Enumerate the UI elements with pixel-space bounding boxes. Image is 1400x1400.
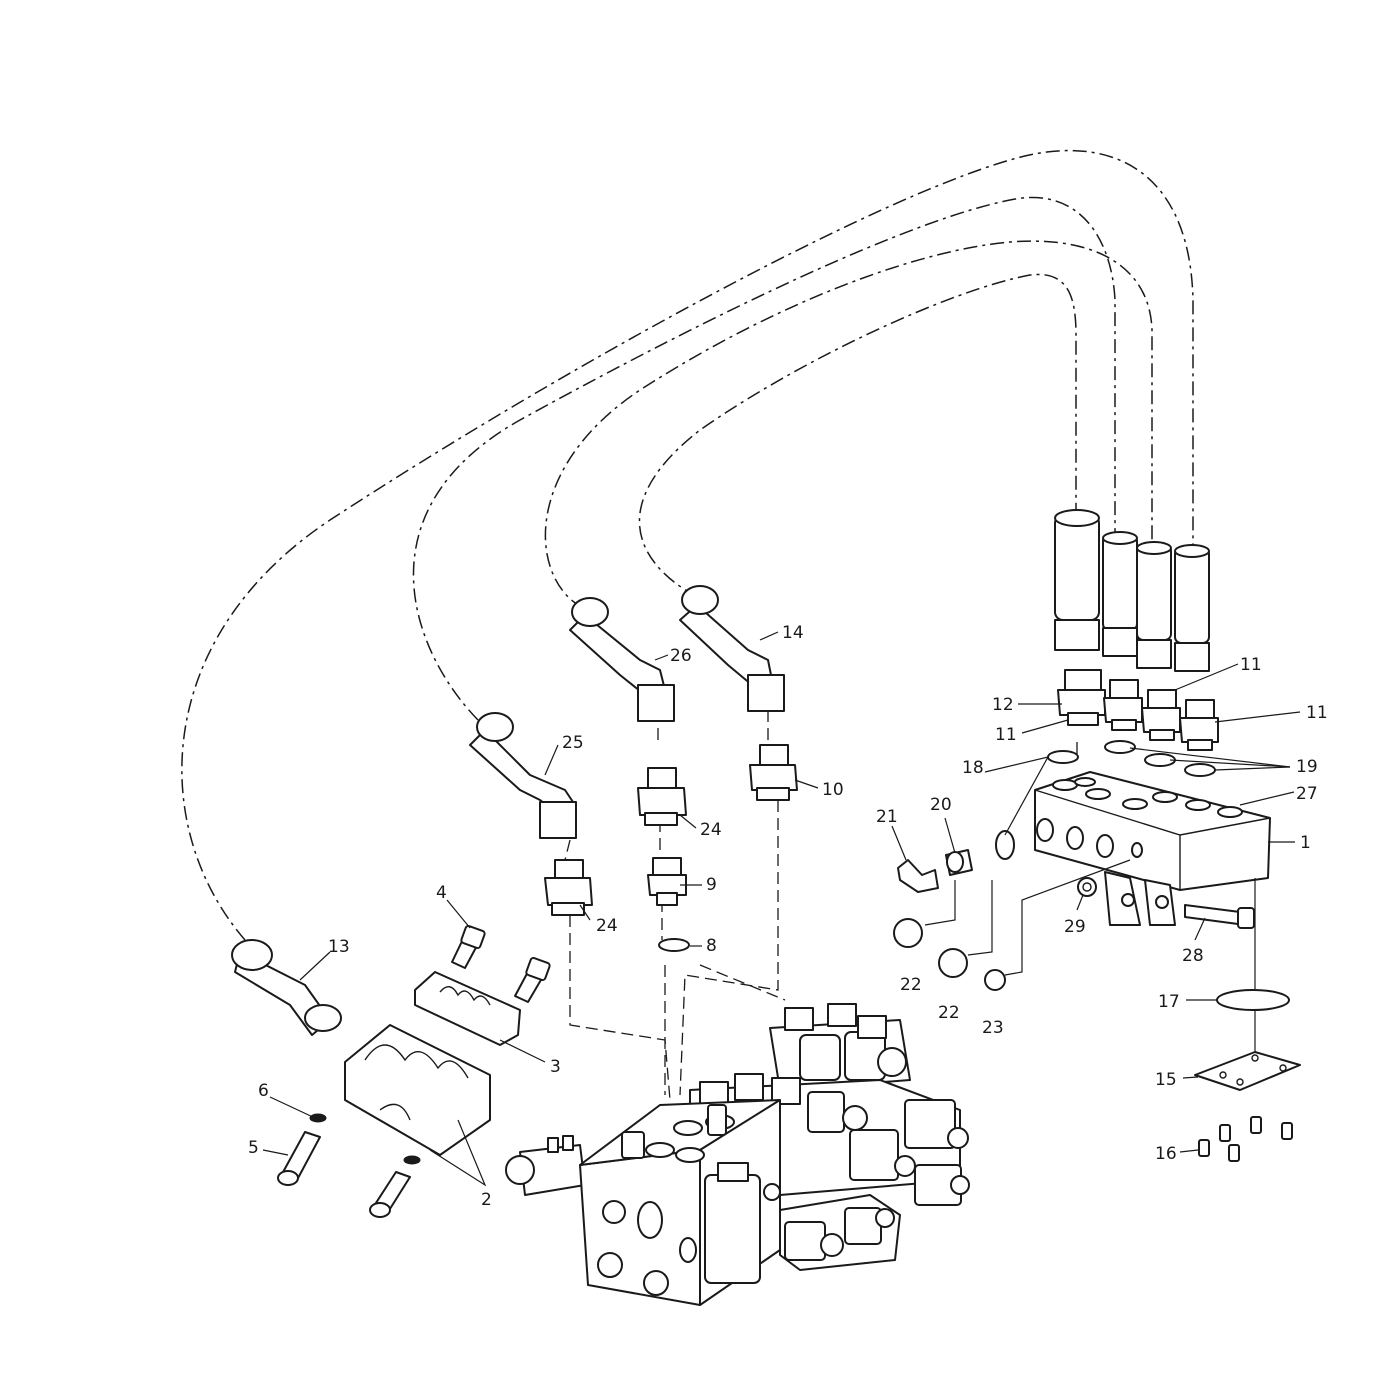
- part-24-adapter-center: [637, 767, 687, 826]
- part-26-hose-end: [569, 597, 675, 722]
- main-block-ports: [597, 1104, 735, 1296]
- part-23-plug: [984, 969, 1006, 991]
- part-21-elbow: [897, 859, 939, 893]
- callout-21: 21: [876, 807, 898, 827]
- part-12-11-adapters: [1057, 669, 1219, 751]
- callout-17: 17: [1158, 992, 1180, 1012]
- callout-29: 29: [1064, 917, 1086, 937]
- callout-18: 18: [962, 758, 984, 778]
- callout-15: 15: [1155, 1070, 1177, 1090]
- lower-solenoid-row: [779, 1194, 901, 1271]
- right-hose-ends: [1054, 509, 1210, 672]
- callout-8: 8: [706, 936, 717, 956]
- callout-11-right: 11: [1306, 703, 1328, 723]
- callout-24-left: 24: [596, 916, 618, 936]
- part-2-clamp-body: [344, 1024, 491, 1156]
- front-solenoid: [704, 1162, 781, 1284]
- connection-dashes: [564, 710, 1078, 1101]
- part-29-nut: [1077, 877, 1097, 897]
- part-10-adapter: [749, 744, 798, 801]
- part-13-hose-end: [231, 939, 342, 1036]
- callout-23: 23: [982, 1018, 1004, 1038]
- part-1-manifold: [1034, 771, 1271, 926]
- part-18-ring: [995, 830, 1015, 860]
- callout-25: 25: [562, 733, 584, 753]
- part-8-o-ring: [658, 938, 690, 952]
- part-22-plugs: [893, 918, 968, 978]
- valve-bank-assembly: [505, 1003, 970, 1306]
- part-15-cover-plate: [1194, 1051, 1301, 1091]
- callout-24-center: 24: [700, 820, 722, 840]
- part-3-clamp-top: [414, 971, 521, 1046]
- part-4-bolt: [451, 924, 486, 969]
- callout-27: 27: [1296, 784, 1318, 804]
- part-6-washer: [309, 1113, 421, 1165]
- callout-26: 26: [670, 646, 692, 666]
- part-28-bolt: [1184, 904, 1255, 929]
- part-4-bolt-b: [514, 956, 551, 1003]
- callout-4: 4: [436, 883, 447, 903]
- part-5-bolt: [277, 1131, 411, 1218]
- callout-11-top: 11: [1240, 655, 1262, 675]
- callout-2: 2: [481, 1190, 492, 1210]
- callout-20: 20: [930, 795, 952, 815]
- part-20-plug: [945, 849, 973, 876]
- callout-11-left: 11: [995, 725, 1017, 745]
- callout-22-right: 22: [938, 1003, 960, 1023]
- hose-lines: [181, 149, 1194, 941]
- callout-13: 13: [328, 937, 350, 957]
- left-solenoid: [505, 1135, 586, 1196]
- middle-solenoids: [699, 1073, 970, 1206]
- callout-19: 19: [1296, 757, 1318, 777]
- callout-9: 9: [706, 875, 717, 895]
- part-16-screws: [1198, 1116, 1293, 1162]
- callout-16: 16: [1155, 1144, 1177, 1164]
- upper-solenoid-row: [769, 1003, 911, 1091]
- callout-3: 3: [550, 1057, 561, 1077]
- part-19-seals: [1047, 740, 1216, 777]
- callout-22-left: 22: [900, 975, 922, 995]
- callout-10: 10: [822, 780, 844, 800]
- part-24-adapter-left: [544, 859, 593, 916]
- callout-1: 1: [1300, 833, 1311, 853]
- part-9-nipple: [647, 857, 687, 906]
- callout-5: 5: [248, 1138, 259, 1158]
- callout-6: 6: [258, 1081, 269, 1101]
- callout-labels: 13 4 3 6 5 2 25 24 26 24 9 8 14 10 12 11…: [248, 623, 1328, 1210]
- callout-leaders: [262, 631, 1301, 1187]
- callout-28: 28: [1182, 946, 1204, 966]
- part-17-o-ring: [1216, 989, 1290, 1011]
- part-14-hose-end: [679, 585, 785, 712]
- part-25-hose-end: [469, 712, 577, 839]
- callout-14: 14: [782, 623, 804, 643]
- callout-12: 12: [992, 695, 1014, 715]
- plug-leaders: [924, 859, 1256, 1055]
